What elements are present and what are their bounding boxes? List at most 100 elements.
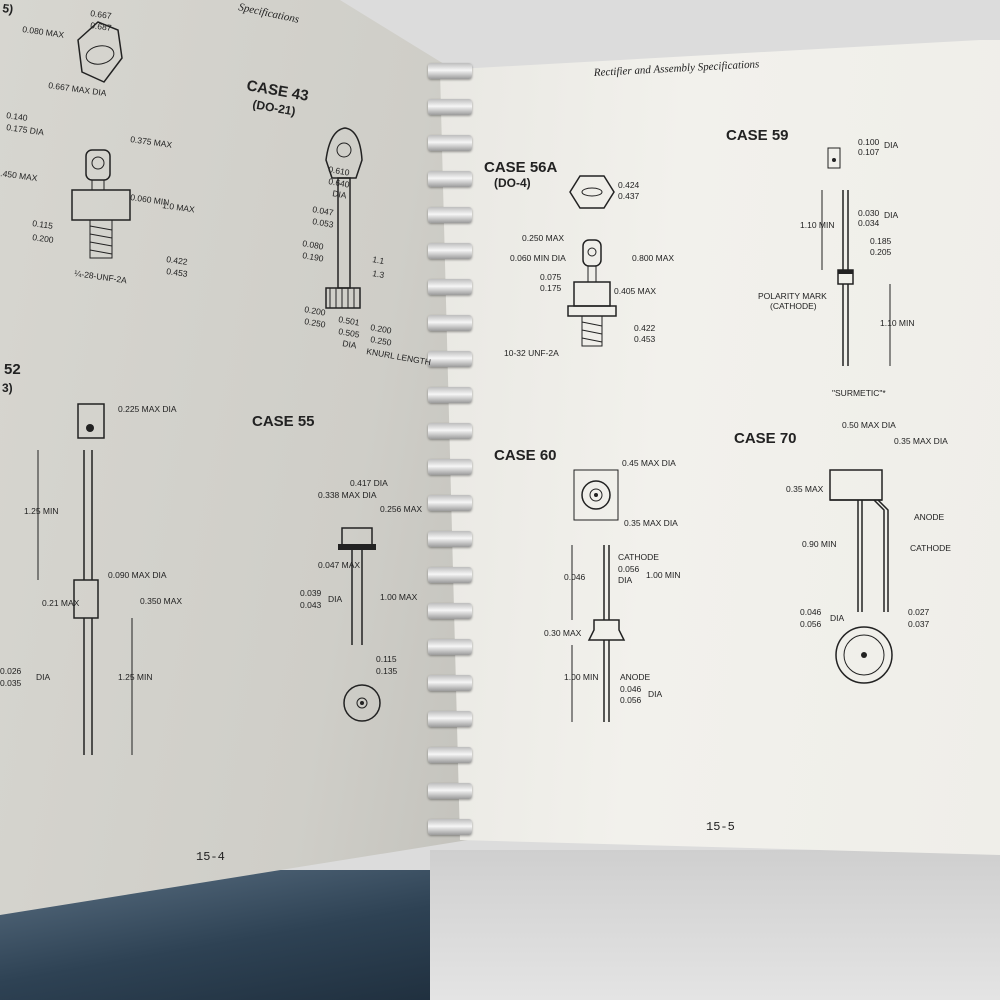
- svg-text:0.200: 0.200: [370, 322, 393, 336]
- svg-text:0.375 MAX: 0.375 MAX: [130, 134, 173, 150]
- svg-text:0.350 MAX: 0.350 MAX: [140, 596, 182, 606]
- case-60-title: CASE 60: [494, 447, 557, 464]
- spiral-coil: [428, 711, 472, 727]
- svg-text:1.0 MAX: 1.0 MAX: [162, 200, 196, 214]
- case-59-drawing: CASE 59 0.100 0.107 DIA 1.10 MIN 0.030 0…: [726, 127, 915, 398]
- left-header: Specifications: [237, 1, 300, 26]
- svg-text:0.027: 0.027: [908, 607, 930, 617]
- svg-text:DIA: DIA: [884, 210, 899, 220]
- svg-text:DIA: DIA: [648, 689, 663, 699]
- spiral-coil: [428, 387, 472, 403]
- svg-text:0.405 MAX: 0.405 MAX: [614, 286, 656, 296]
- svg-text:0.90 MIN: 0.90 MIN: [802, 539, 837, 549]
- svg-text:1.00 MAX: 1.00 MAX: [380, 592, 418, 602]
- svg-text:0.056: 0.056: [800, 619, 822, 629]
- spiral-coil: [428, 243, 472, 259]
- svg-text:0.107: 0.107: [858, 147, 880, 157]
- top-partial-case-drawing: 5) 0.080 MAX 0.667 0.687 0.667 MAX DIA 0…: [0, 1, 196, 285]
- svg-text:0.115: 0.115: [376, 654, 397, 664]
- spiral-coil: [428, 819, 472, 835]
- svg-text:0.35 MAX DIA: 0.35 MAX DIA: [894, 436, 948, 446]
- left-page-number: 15-4: [196, 850, 225, 864]
- svg-text:1.25 MIN: 1.25 MIN: [118, 672, 153, 682]
- right-header: Rectifier and Assembly Specifications: [593, 58, 760, 79]
- svg-text:0.225 MAX DIA: 0.225 MAX DIA: [118, 404, 177, 414]
- spiral-coil: [428, 315, 472, 331]
- spiral-coil: [428, 783, 472, 799]
- svg-text:0.056: 0.056: [620, 695, 642, 705]
- svg-text:0.640: 0.640: [328, 176, 351, 190]
- svg-text:0.501: 0.501: [338, 314, 361, 328]
- spiral-coil: [428, 171, 472, 187]
- svg-text:0.034: 0.034: [858, 218, 880, 228]
- svg-text:0.256 MAX: 0.256 MAX: [380, 504, 422, 514]
- left-page: [0, 0, 470, 915]
- svg-text:0.50 MAX DIA: 0.50 MAX DIA: [842, 420, 896, 430]
- case-52-title: 52: [4, 361, 21, 378]
- svg-text:(CATHODE): (CATHODE): [770, 301, 817, 311]
- svg-text:0.205: 0.205: [870, 247, 892, 257]
- svg-text:DIA: DIA: [342, 338, 358, 350]
- svg-text:0.046: 0.046: [620, 684, 642, 694]
- svg-text:CATHODE: CATHODE: [618, 552, 659, 562]
- svg-text:0.45 MAX DIA: 0.45 MAX DIA: [622, 458, 676, 468]
- svg-text:0.250: 0.250: [370, 334, 393, 348]
- case-59-caption: "SURMETIC"*: [832, 388, 886, 398]
- svg-text:1.10 MIN: 1.10 MIN: [880, 318, 915, 328]
- case-43-drawing: CASE 43 (DO-21) 0.610 0.640 DIA 0.047 0.…: [245, 77, 431, 367]
- case-52-subtitle: 3): [2, 381, 13, 395]
- svg-text:0.422: 0.422: [634, 323, 656, 333]
- svg-text:0.453: 0.453: [634, 334, 656, 344]
- case-56a-title: CASE 56A: [484, 159, 558, 176]
- svg-text:0.250 MAX: 0.250 MAX: [522, 233, 564, 243]
- svg-text:0.190: 0.190: [302, 250, 325, 264]
- svg-text:DIA: DIA: [328, 594, 343, 604]
- svg-text:0.800 MAX: 0.800 MAX: [632, 253, 674, 263]
- case-59-title: CASE 59: [726, 127, 789, 144]
- case-56a-subtitle: (DO-4): [494, 176, 531, 190]
- svg-text:0.080 MAX: 0.080 MAX: [22, 24, 65, 40]
- svg-text:0.185: 0.185: [870, 236, 892, 246]
- svg-text:0.140: 0.140: [6, 110, 29, 123]
- case-55-title: CASE 55: [252, 413, 315, 430]
- svg-text:0.437: 0.437: [618, 191, 640, 201]
- svg-text:0.175 DIA: 0.175 DIA: [6, 122, 45, 137]
- case-56a-drawing: CASE 56A (DO-4) 0.424 0.437 0.250 MAX 0.…: [484, 159, 674, 358]
- svg-text:0.505: 0.505: [338, 326, 361, 340]
- svg-text:DIA: DIA: [830, 613, 845, 623]
- case-70-title: CASE 70: [734, 430, 797, 447]
- spiral-coil: [428, 99, 472, 115]
- svg-text:0.035: 0.035: [0, 678, 22, 688]
- svg-text:¼-28-UNF-2A: ¼-28-UNF-2A: [74, 268, 128, 285]
- svg-text:DIA: DIA: [618, 575, 633, 585]
- svg-text:0.610: 0.610: [328, 164, 351, 178]
- svg-text:0.338 MAX DIA: 0.338 MAX DIA: [318, 490, 377, 500]
- svg-text:0.175: 0.175: [540, 283, 562, 293]
- svg-text:KNURL LENGTH: KNURL LENGTH: [366, 346, 432, 367]
- svg-text:0.039: 0.039: [300, 588, 322, 598]
- spiral-coil: [428, 603, 472, 619]
- svg-text:0.35 MAX DIA: 0.35 MAX DIA: [624, 518, 678, 528]
- svg-text:10-32 UNF-2A: 10-32 UNF-2A: [504, 348, 559, 358]
- spiral-binding: [428, 55, 478, 845]
- svg-text:CATHODE: CATHODE: [910, 543, 951, 553]
- svg-text:0.453: 0.453: [166, 266, 189, 279]
- svg-text:0.060 MIN DIA: 0.060 MIN DIA: [510, 253, 566, 263]
- svg-text:0.422: 0.422: [166, 254, 189, 267]
- svg-text:0.080: 0.080: [302, 238, 325, 252]
- svg-text:ANODE: ANODE: [620, 672, 651, 682]
- svg-text:0.21 MAX: 0.21 MAX: [42, 598, 80, 608]
- spiral-coil: [428, 63, 472, 79]
- partial-case-label: 5): [2, 1, 15, 16]
- svg-text:0.424: 0.424: [618, 180, 640, 190]
- spiral-coil: [428, 531, 472, 547]
- spiral-coil: [428, 351, 472, 367]
- right-page-number: 15-5: [706, 820, 735, 834]
- svg-text:0.037: 0.037: [908, 619, 930, 629]
- svg-text:0.046: 0.046: [800, 607, 822, 617]
- svg-text:0.35 MAX: 0.35 MAX: [786, 484, 824, 494]
- svg-text:DIA: DIA: [332, 188, 348, 200]
- svg-text:1.00 MIN: 1.00 MIN: [646, 570, 681, 580]
